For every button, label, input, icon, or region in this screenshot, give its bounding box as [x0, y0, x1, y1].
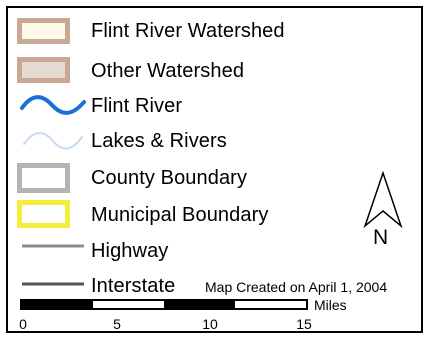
scale-bar	[20, 299, 308, 310]
legend-label-county-boundary: County Boundary	[91, 167, 248, 189]
legend-label-lakes-rivers: Lakes & Rivers	[91, 130, 227, 152]
north-arrow-label: N	[373, 226, 389, 249]
county-boundary-swatch	[17, 163, 70, 193]
flint-river-watershed-swatch	[17, 18, 70, 44]
scale-bar-segment	[22, 301, 93, 308]
flint-river-line-icon	[20, 95, 86, 115]
scale-bar-segment	[235, 301, 306, 308]
scale-bar-segment	[164, 301, 235, 308]
legend-label-highway: Highway	[91, 240, 169, 262]
map-credit-text: Map Created on April 1, 2004	[205, 279, 388, 295]
scale-unit-label: Miles	[314, 297, 347, 313]
north-arrow-icon	[363, 171, 403, 229]
scale-bar-segment	[93, 301, 164, 308]
highway-line-icon	[22, 244, 84, 248]
interstate-line-icon	[22, 282, 84, 286]
scale-tick-label: 10	[202, 316, 218, 332]
scale-tick-label: 5	[113, 316, 121, 332]
legend-label-flint-river: Flint River	[91, 95, 183, 117]
scale-tick-label: 0	[19, 316, 27, 332]
map-legend-panel	[6, 6, 423, 333]
lakes-rivers-line-icon	[23, 132, 83, 150]
legend-label-interstate: Interstate	[91, 275, 176, 297]
legend-label-other-watershed: Other Watershed	[91, 60, 245, 82]
municipal-boundary-swatch	[17, 200, 70, 228]
scale-tick-label: 15	[296, 316, 312, 332]
legend-label-flint-river-watershed: Flint River Watershed	[91, 20, 285, 42]
other-watershed-swatch	[17, 57, 70, 83]
legend-label-municipal-boundary: Municipal Boundary	[91, 204, 269, 226]
